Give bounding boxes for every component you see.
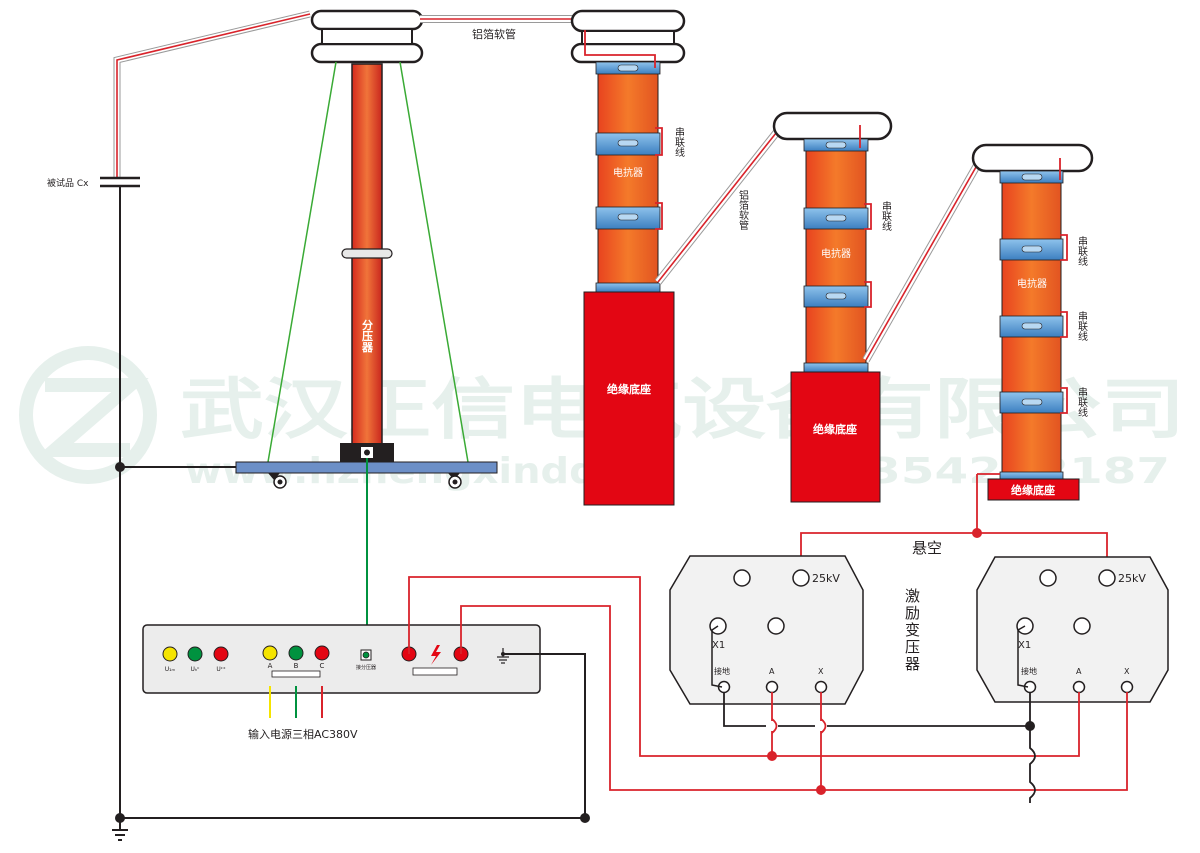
divider-label: 分压器 — [361, 318, 375, 353]
exciter-transformer-2: 25kV X1 接地 A X — [976, 556, 1169, 703]
reactor-3: 电抗器 串联线 串联线 串联线 绝缘底座 — [971, 143, 1094, 533]
reactor-3-label: 电抗器 — [1017, 277, 1047, 290]
terminal-x-label: X — [818, 667, 824, 676]
exciter-transformer-1: 25kV X1 接地 A X — [669, 555, 864, 705]
exciter-label: 激励变压器 — [903, 588, 921, 673]
test-object-capacitor: 被试品 Cx — [47, 10, 311, 189]
foil-hose-top: 铝箔软管 — [420, 15, 575, 41]
terminal-x1-label: X1 — [712, 640, 725, 651]
series-wire-label: 串联线 — [673, 127, 685, 157]
voltage-divider: 分压器 — [235, 9, 498, 655]
caster-icon — [448, 473, 462, 489]
insulating-base-label: 绝缘底座 — [607, 382, 651, 396]
terminal-ground-label: 接地 — [1021, 666, 1037, 676]
foil-hose-mid: 铝箔软管 — [654, 125, 784, 285]
phase-label: A — [268, 662, 273, 670]
power-input-label: 输入电源三相AC380V — [248, 727, 358, 741]
suspended-label: 悬空 — [912, 539, 942, 557]
caster-icon — [268, 473, 287, 489]
foil-hose-mid-label: 铝箔软管 — [737, 190, 749, 231]
indicator-lamp-green — [187, 646, 203, 662]
terminal-25kv-label: 25kV — [812, 572, 840, 585]
reactor-1: 电抗器 串联线 绝缘底座 — [570, 9, 686, 506]
foil-hose-top-label: 铝箔软管 — [472, 27, 516, 41]
divider-port-label: 接分压器 — [356, 664, 376, 671]
phase-c-terminal — [314, 645, 330, 661]
control-panel: U₁ₘ Uₕᶜ Uᶜˣ A B C 接分压器 — [142, 624, 541, 694]
test-object-label: 被试品 Cx — [47, 177, 89, 189]
terminal-x-label: X — [1124, 667, 1130, 676]
insulating-base-label: 绝缘底座 — [813, 422, 857, 436]
reactor-2-label: 电抗器 — [821, 247, 851, 260]
phase-a-terminal — [262, 645, 278, 661]
phase-label: B — [294, 662, 299, 670]
lamp-label: Uₕᶜ — [190, 666, 199, 673]
watermark-logo-icon — [19, 346, 157, 484]
high-voltage-icon — [431, 645, 441, 665]
wiring — [408, 576, 1128, 818]
phase-b-terminal — [288, 645, 304, 661]
terminal-a-label: A — [769, 667, 775, 676]
indicator-lamp-red — [213, 646, 229, 662]
ground-icon — [112, 818, 128, 841]
terminal-x1-label: X1 — [1018, 640, 1031, 651]
foil-hose-right — [862, 158, 984, 362]
series-wire-label: 串联线 — [1076, 236, 1088, 266]
phase-label: C — [320, 662, 325, 670]
terminal-25kv-label: 25kV — [1118, 572, 1146, 585]
indicator-lamp-yellow — [162, 646, 178, 662]
series-wire-label: 串联线 — [1076, 311, 1088, 341]
terminal-a-label: A — [1076, 667, 1082, 676]
left-bus — [112, 186, 590, 841]
lamp-label: Uᶜˣ — [216, 666, 226, 673]
insulating-base-label: 绝缘底座 — [1011, 483, 1055, 497]
reactor-2: 电抗器 串联线 绝缘底座 — [772, 111, 893, 503]
terminal-ground-label: 接地 — [714, 666, 730, 676]
lamp-label: U₁ₘ — [165, 666, 176, 673]
series-wire-label: 串联线 — [1076, 387, 1088, 417]
power-input-leads: 输入电源三相AC380V — [248, 686, 358, 741]
reactor-1-label: 电抗器 — [613, 166, 643, 179]
series-wire-label: 串联线 — [880, 201, 892, 231]
